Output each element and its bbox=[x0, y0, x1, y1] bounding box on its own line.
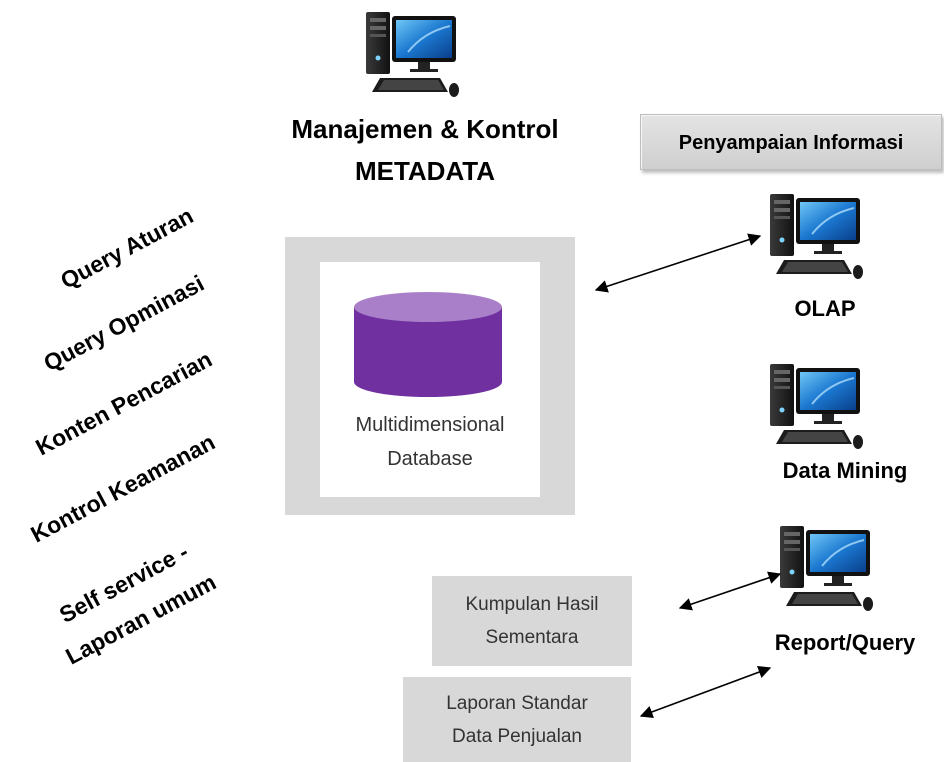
database-cylinder-icon bbox=[354, 292, 502, 397]
laporan-standar-box: Laporan Standar Data Penjualan bbox=[403, 677, 631, 762]
kumpulan-arrow bbox=[678, 571, 782, 611]
kumpulan-hasil-line1: Kumpulan Hasil bbox=[465, 594, 599, 615]
database-label-line1: Multidimensional bbox=[355, 414, 505, 436]
laporan-standar-line1: Laporan Standar bbox=[446, 692, 588, 714]
olap-label: OLAP bbox=[794, 296, 856, 321]
laporan-arrow bbox=[639, 666, 772, 718]
kumpulan-hasil-box: Kumpulan Hasil Sementara bbox=[432, 576, 632, 666]
metadata-title-line2: METADATA bbox=[354, 156, 496, 186]
report-query-label: Report/Query bbox=[774, 630, 916, 655]
olap-arrow bbox=[594, 233, 762, 293]
metadata-title-line1: Manajemen & Kontrol bbox=[291, 114, 559, 144]
metadata-title: Manajemen & Kontrol METADATA bbox=[255, 108, 595, 192]
database-label-line2: Database bbox=[387, 448, 473, 470]
laporan-standar-line2: Data Penjualan bbox=[452, 725, 582, 747]
penyampaian-informasi-button[interactable]: Penyampaian Informasi bbox=[640, 114, 942, 170]
kumpulan-hasil-line2: Sementara bbox=[485, 627, 579, 648]
database-label: Multidimensional Database bbox=[320, 408, 540, 476]
data-mining-label: Data Mining bbox=[782, 458, 908, 483]
